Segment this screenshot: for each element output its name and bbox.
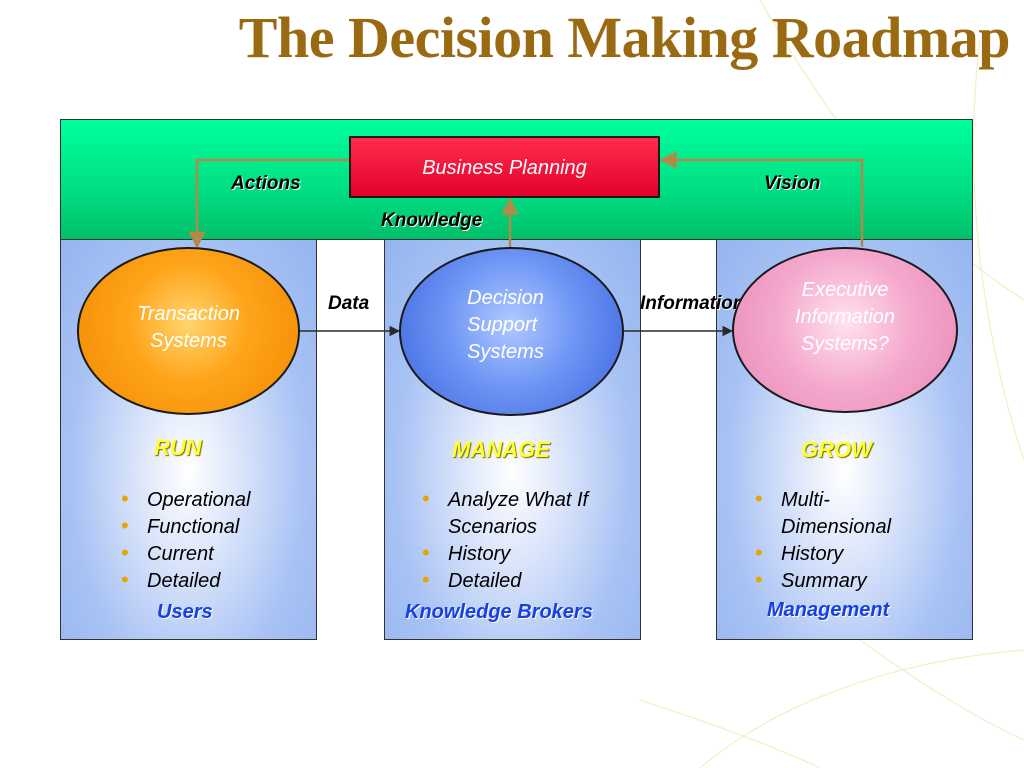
information-label: Information [640, 293, 745, 314]
list-item: Functional [118, 512, 250, 541]
heading-grow: GROW [801, 437, 872, 462]
page-title: The Decision Making Roadmap [238, 5, 1011, 70]
data-label: Data [328, 293, 370, 314]
heading-manage: MANAGE [452, 437, 550, 462]
business-planning-box: Business Planning [349, 136, 660, 198]
executive-information-systems-node: Executive Information Systems? [732, 247, 958, 413]
list-item: Analyze What If [419, 485, 588, 514]
audience-management: Management [767, 599, 890, 621]
list-item: Scenarios [448, 516, 537, 538]
list-item: Detailed [419, 566, 588, 595]
transaction-systems-label: Transaction Systems [136, 303, 240, 352]
bullet-list-run: Operational Functional Current Detailed [118, 485, 250, 595]
list-item: Dimensional [781, 516, 892, 538]
audience-users: Users [157, 601, 213, 623]
list-item: Summary [752, 566, 891, 595]
list-item: History [419, 539, 588, 568]
heading-run: RUN [154, 435, 202, 460]
bullet-list-grow: Multi- Dimensional History Summary [752, 485, 892, 595]
list-item: History [752, 539, 891, 568]
business-planning-label: Business Planning [422, 157, 587, 179]
audience-knowledge-brokers: Knowledge Brokers [405, 601, 593, 623]
executive-information-systems-label: Executive Information Systems? [794, 278, 896, 355]
vision-label: Vision [764, 173, 821, 194]
transaction-systems-node: Transaction Systems [77, 247, 300, 415]
list-item: Operational [118, 485, 250, 514]
bullet-list-manage: Analyze What If Scenarios History Detail… [419, 485, 588, 595]
knowledge-label: Knowledge [381, 210, 483, 231]
list-item: Multi- [752, 485, 891, 514]
list-item: Current [118, 539, 250, 568]
list-item: Detailed [118, 566, 250, 595]
actions-label: Actions [231, 173, 301, 194]
decision-support-systems-label: Decision Support Systems [467, 287, 544, 363]
decision-support-systems-node: Decision Support Systems [399, 247, 624, 416]
